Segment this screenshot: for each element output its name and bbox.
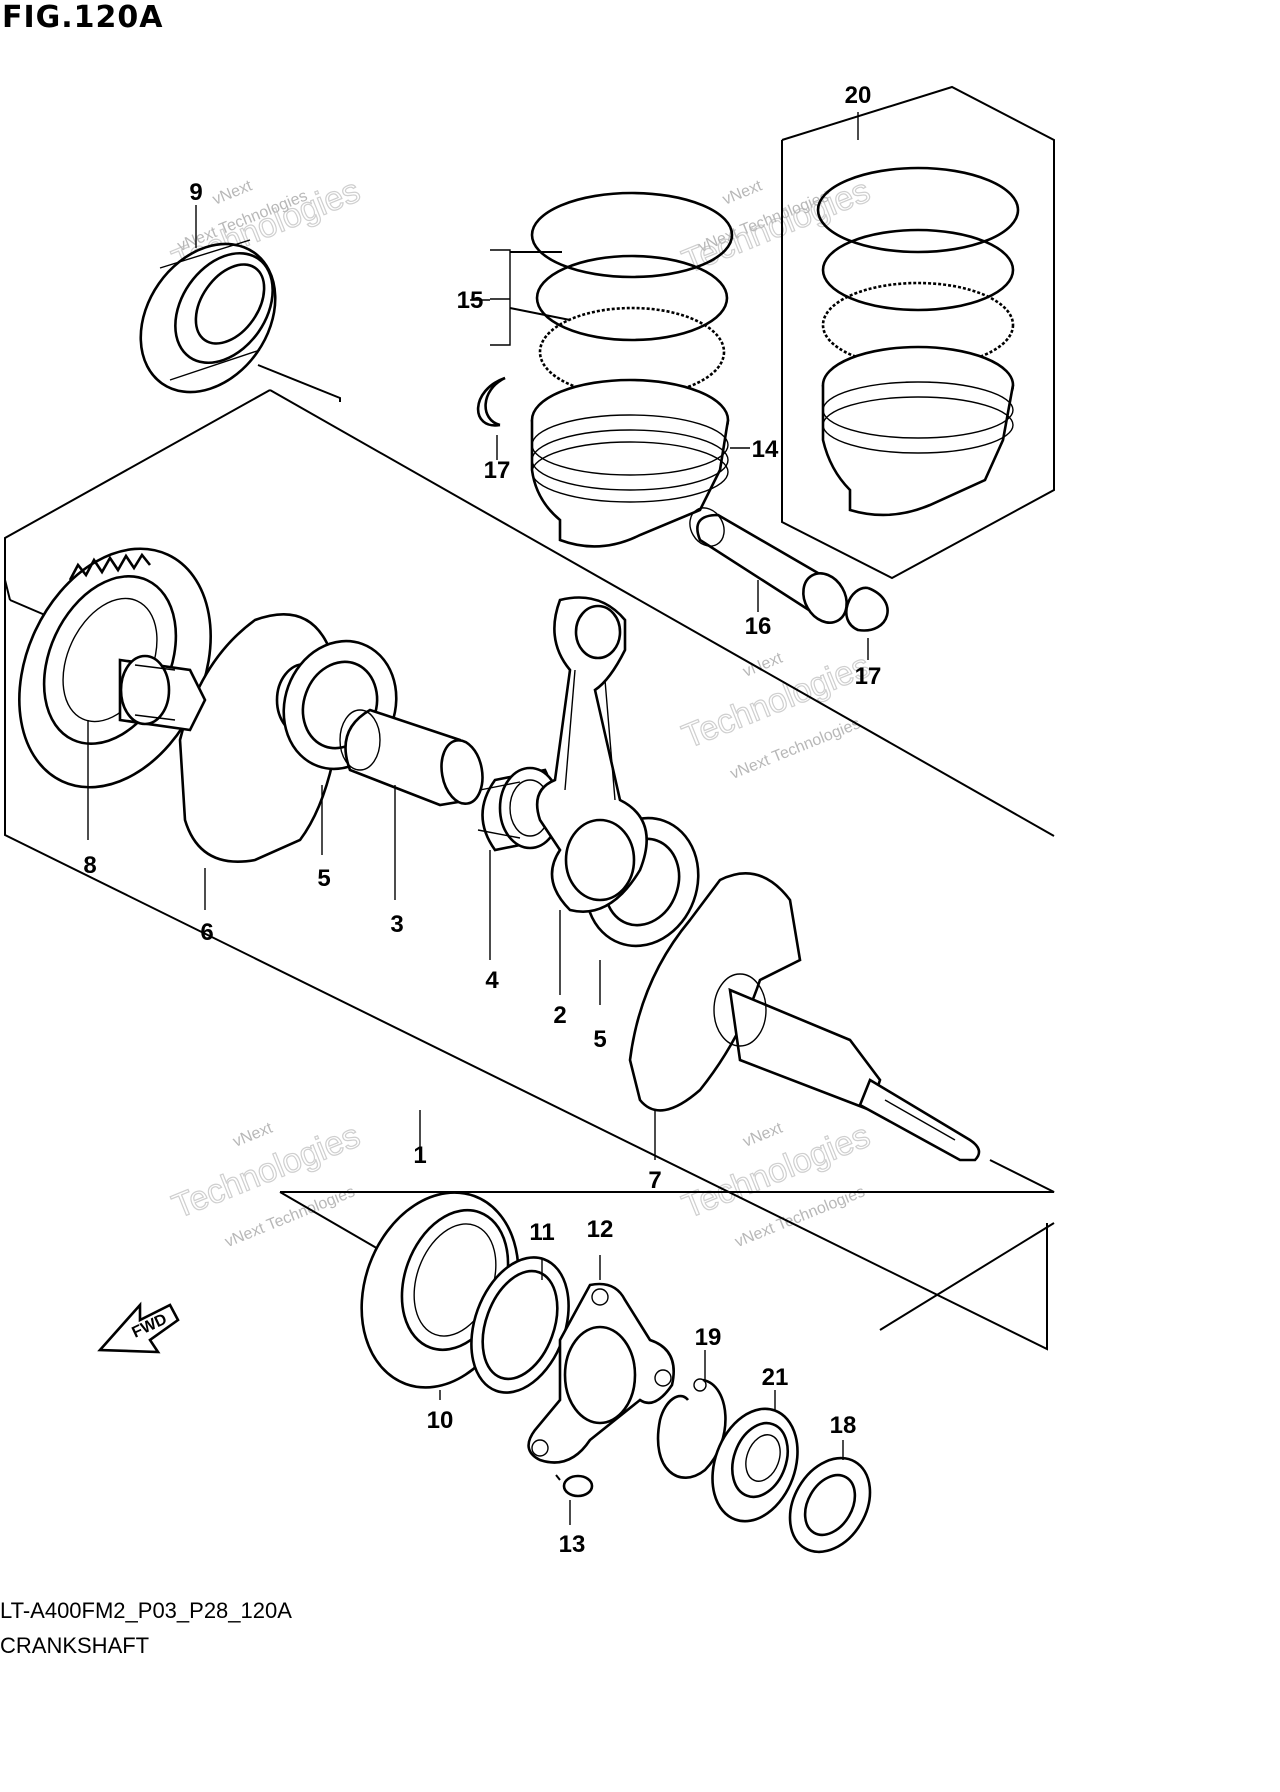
part-12-retainer-plate bbox=[527, 1282, 675, 1464]
part-17-circlip-upper bbox=[476, 376, 506, 427]
callout-5-left: 5 bbox=[317, 865, 330, 892]
part-20-piston-set bbox=[816, 166, 1020, 517]
figure-name: CRANKSHAFT bbox=[0, 1633, 150, 1658]
part-9-bearing bbox=[139, 239, 277, 394]
callout-1: 1 bbox=[413, 1142, 426, 1169]
watermark-text: vNext bbox=[231, 1119, 276, 1150]
part-2-connecting-rod bbox=[535, 596, 648, 913]
callout-17-upper: 17 bbox=[484, 457, 511, 484]
watermark-text: vNext bbox=[741, 1119, 786, 1150]
callout-15: 15 bbox=[457, 287, 484, 314]
callout-8: 8 bbox=[83, 852, 96, 879]
watermark-text: vNext bbox=[741, 649, 786, 680]
part-21-bearing bbox=[711, 1407, 799, 1523]
part-13-screw bbox=[555, 1474, 594, 1498]
callout-17-lower: 17 bbox=[855, 663, 882, 690]
callout-4: 4 bbox=[485, 967, 499, 994]
callout-19: 19 bbox=[695, 1324, 722, 1351]
callout-18: 18 bbox=[830, 1412, 857, 1439]
callout-16: 16 bbox=[745, 613, 772, 640]
callout-6: 6 bbox=[200, 919, 213, 946]
part-15-piston-rings bbox=[509, 191, 734, 398]
callout-11: 11 bbox=[529, 1219, 554, 1246]
callout-numbers: 9 20 15 14 17 16 17 8 6 5 3 4 2 5 1 7 10… bbox=[83, 82, 881, 1558]
watermark-text: vNext bbox=[210, 177, 255, 208]
callout-3: 3 bbox=[390, 911, 403, 938]
part-3-crank-pin bbox=[339, 708, 484, 807]
callout-9: 9 bbox=[189, 179, 202, 206]
part-17-circlip-lower bbox=[845, 586, 889, 632]
watermark-text: vNext bbox=[720, 177, 765, 208]
part-7-right-crank bbox=[628, 872, 981, 1162]
callout-12: 12 bbox=[587, 1216, 614, 1243]
callout-2: 2 bbox=[553, 1002, 566, 1029]
callout-13-label: 13 bbox=[559, 1531, 586, 1558]
callout-5-right: 5 bbox=[593, 1026, 606, 1053]
callout-14: 14 bbox=[752, 436, 779, 463]
callout-21: 21 bbox=[762, 1364, 789, 1391]
fwd-direction-arrow: FWD bbox=[97, 1301, 180, 1354]
part-18-oil-seal bbox=[788, 1456, 872, 1554]
part-19-snap-ring bbox=[656, 1378, 727, 1479]
assembly-frame bbox=[4, 364, 1055, 1351]
part-16-piston-pin bbox=[689, 507, 848, 624]
figure-title: FIG.120A bbox=[2, 0, 164, 35]
part-11-o-ring bbox=[470, 1256, 570, 1394]
leader-lines bbox=[87, 112, 869, 1525]
part-14-piston bbox=[530, 378, 730, 548]
callout-7: 7 bbox=[648, 1167, 661, 1194]
piston-set-box bbox=[781, 85, 1055, 580]
callout-10: 10 bbox=[427, 1407, 454, 1434]
callout-20: 20 bbox=[845, 82, 872, 109]
figure-code: LT-A400FM2_P03_P28_120A bbox=[0, 1598, 292, 1623]
